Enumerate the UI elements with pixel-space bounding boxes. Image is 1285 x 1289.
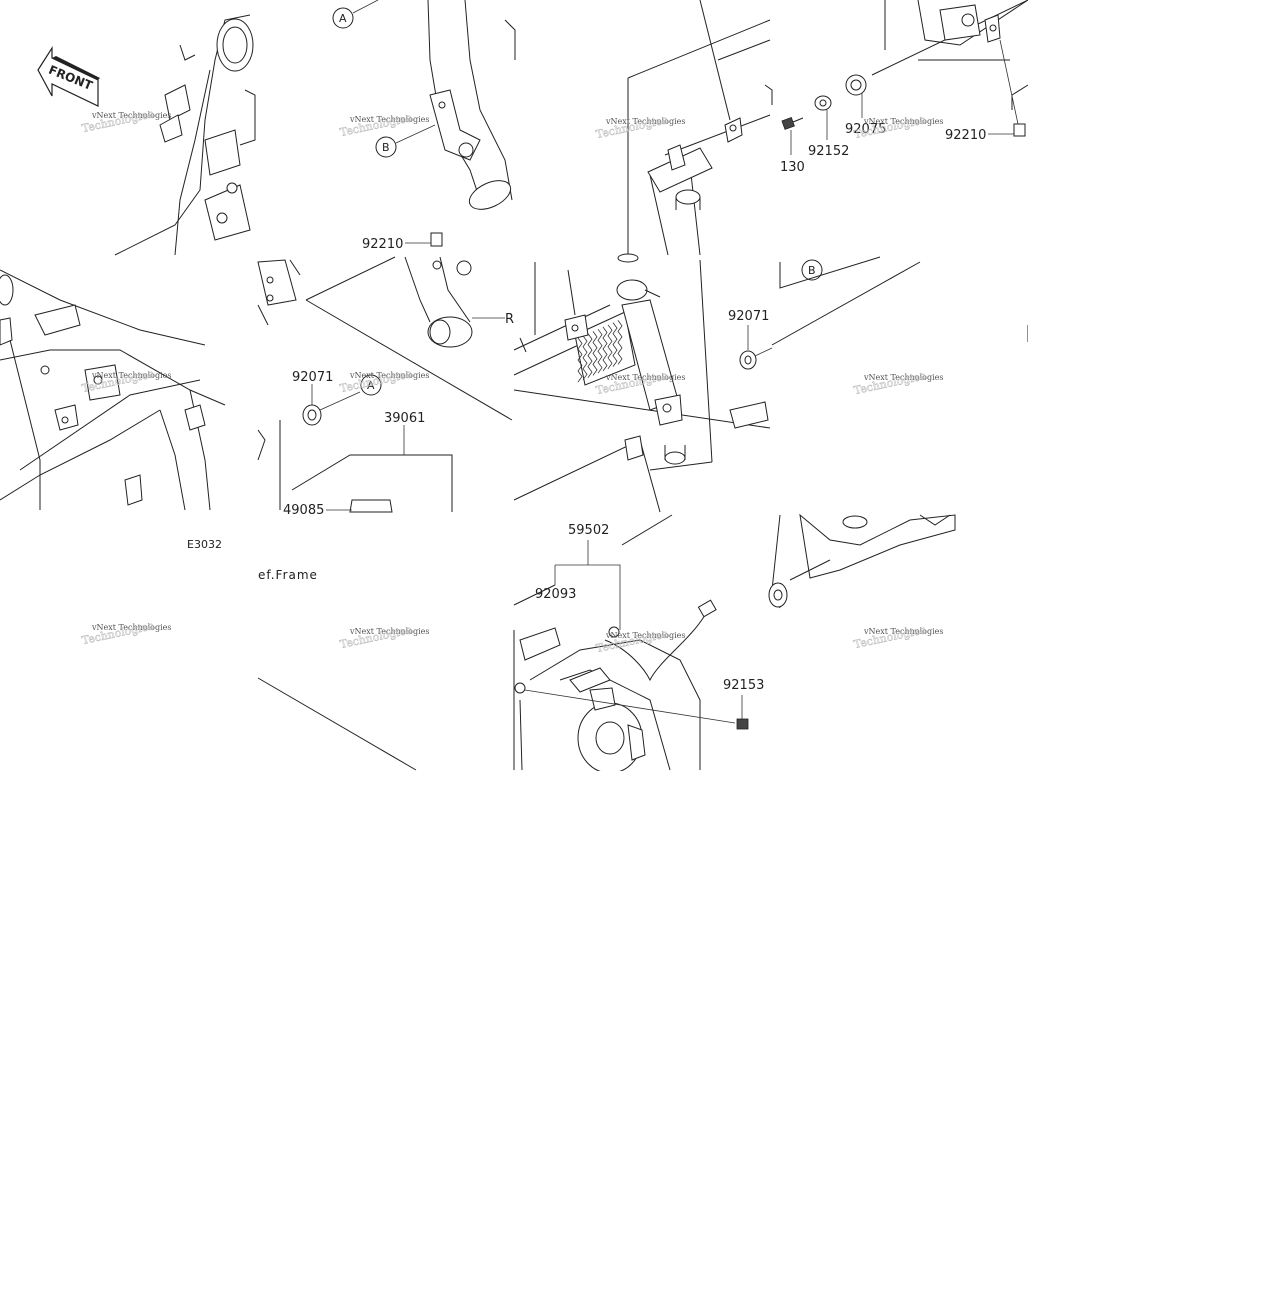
label-130[interactable]: 130 bbox=[780, 160, 805, 175]
cap-49085 bbox=[326, 499, 393, 513]
radiator-fin bbox=[607, 324, 613, 370]
fan-shroud-drawing bbox=[768, 513, 956, 609]
radiator-core-drawing bbox=[513, 253, 771, 513]
ref-frame-label: ef.Frame bbox=[258, 568, 318, 582]
lower-frame-line bbox=[257, 677, 417, 771]
svg-text:B: B bbox=[382, 141, 390, 154]
label-92071-left[interactable]: 92071 bbox=[292, 370, 333, 385]
radiator-fin bbox=[602, 326, 608, 372]
watermark-text: vNext Technologies bbox=[349, 115, 429, 124]
label-92071-right[interactable]: 92071 bbox=[728, 309, 769, 324]
radiator-fin bbox=[577, 337, 583, 383]
watermark-text: vNext Technologies bbox=[349, 627, 429, 636]
grommet-92071-left bbox=[302, 384, 361, 426]
watermark-text: vNext Technologies bbox=[91, 623, 171, 632]
label-92153[interactable]: 92153 bbox=[723, 678, 764, 693]
svg-text:A: A bbox=[367, 379, 375, 392]
label-39061[interactable]: 39061 bbox=[384, 411, 425, 426]
label-r-partial: R bbox=[505, 312, 514, 327]
bracket-59502 bbox=[554, 540, 621, 630]
label-92210-right[interactable]: 92210 bbox=[945, 128, 986, 143]
svg-text:A: A bbox=[339, 12, 347, 25]
radiator-fin bbox=[587, 333, 593, 378]
watermark-text: vNext Technologies bbox=[605, 373, 685, 382]
watermark-text: vNext Technologies bbox=[605, 117, 685, 126]
label-92210-mid[interactable]: 92210 bbox=[362, 237, 403, 252]
radiator-fin bbox=[592, 331, 598, 376]
watermark-text: vNext Technologies bbox=[863, 627, 943, 636]
circle-callout-a: A bbox=[332, 0, 379, 29]
watermark-text: vNext Technologies bbox=[863, 117, 943, 126]
grommet-92071-right bbox=[739, 325, 773, 370]
frame-mount-drawing bbox=[257, 256, 513, 512]
bolt-92153 bbox=[736, 695, 749, 730]
watermark-text: vNext Technologies bbox=[349, 371, 429, 380]
radiator-upper-drawing bbox=[627, 0, 773, 256]
front-arrow-icon: FRONT bbox=[37, 45, 100, 107]
clip-92210-right bbox=[988, 39, 1026, 137]
fan-assembly-drawing bbox=[513, 514, 736, 774]
part-labels: 92210 130 92152 92075 92210 92071 39061 … bbox=[187, 122, 986, 693]
bolt-130 bbox=[781, 117, 804, 155]
circle-callout-b: B bbox=[375, 124, 436, 158]
radiator-fin bbox=[612, 322, 618, 367]
fastener-stack-drawing bbox=[871, 0, 1029, 110]
svg-text:B: B bbox=[808, 264, 816, 277]
radiator-fins bbox=[577, 320, 623, 383]
radiator-fin bbox=[617, 320, 623, 365]
watermark-text: vNext Technologies bbox=[863, 373, 943, 382]
frame-headstock-drawing bbox=[114, 14, 256, 256]
circle-callout-a-mid: A bbox=[360, 374, 382, 396]
label-49085[interactable]: 49085 bbox=[283, 503, 324, 518]
watermark-text: vNext Technologies bbox=[91, 371, 171, 380]
label-59502[interactable]: 59502 bbox=[568, 523, 609, 538]
grommet-92075 bbox=[845, 74, 867, 118]
watermark-text: vNext Technologies bbox=[91, 111, 171, 120]
circle-callout-b-right: B bbox=[771, 256, 1029, 346]
diagram-code: E3032 bbox=[187, 538, 222, 551]
label-92075[interactable]: 92075 bbox=[845, 122, 886, 137]
frame-main-drawing bbox=[0, 269, 226, 511]
radiator-fin bbox=[582, 335, 588, 381]
label-92152[interactable]: 92152 bbox=[808, 144, 849, 159]
frame-downtube-drawing bbox=[427, 0, 516, 210]
washer-92152 bbox=[814, 95, 832, 140]
watermark-text: vNext Technologies bbox=[605, 631, 685, 640]
clip-92210-mid bbox=[405, 232, 443, 247]
label-92093[interactable]: 92093 bbox=[535, 587, 576, 602]
radiator-fin bbox=[597, 328, 603, 374]
